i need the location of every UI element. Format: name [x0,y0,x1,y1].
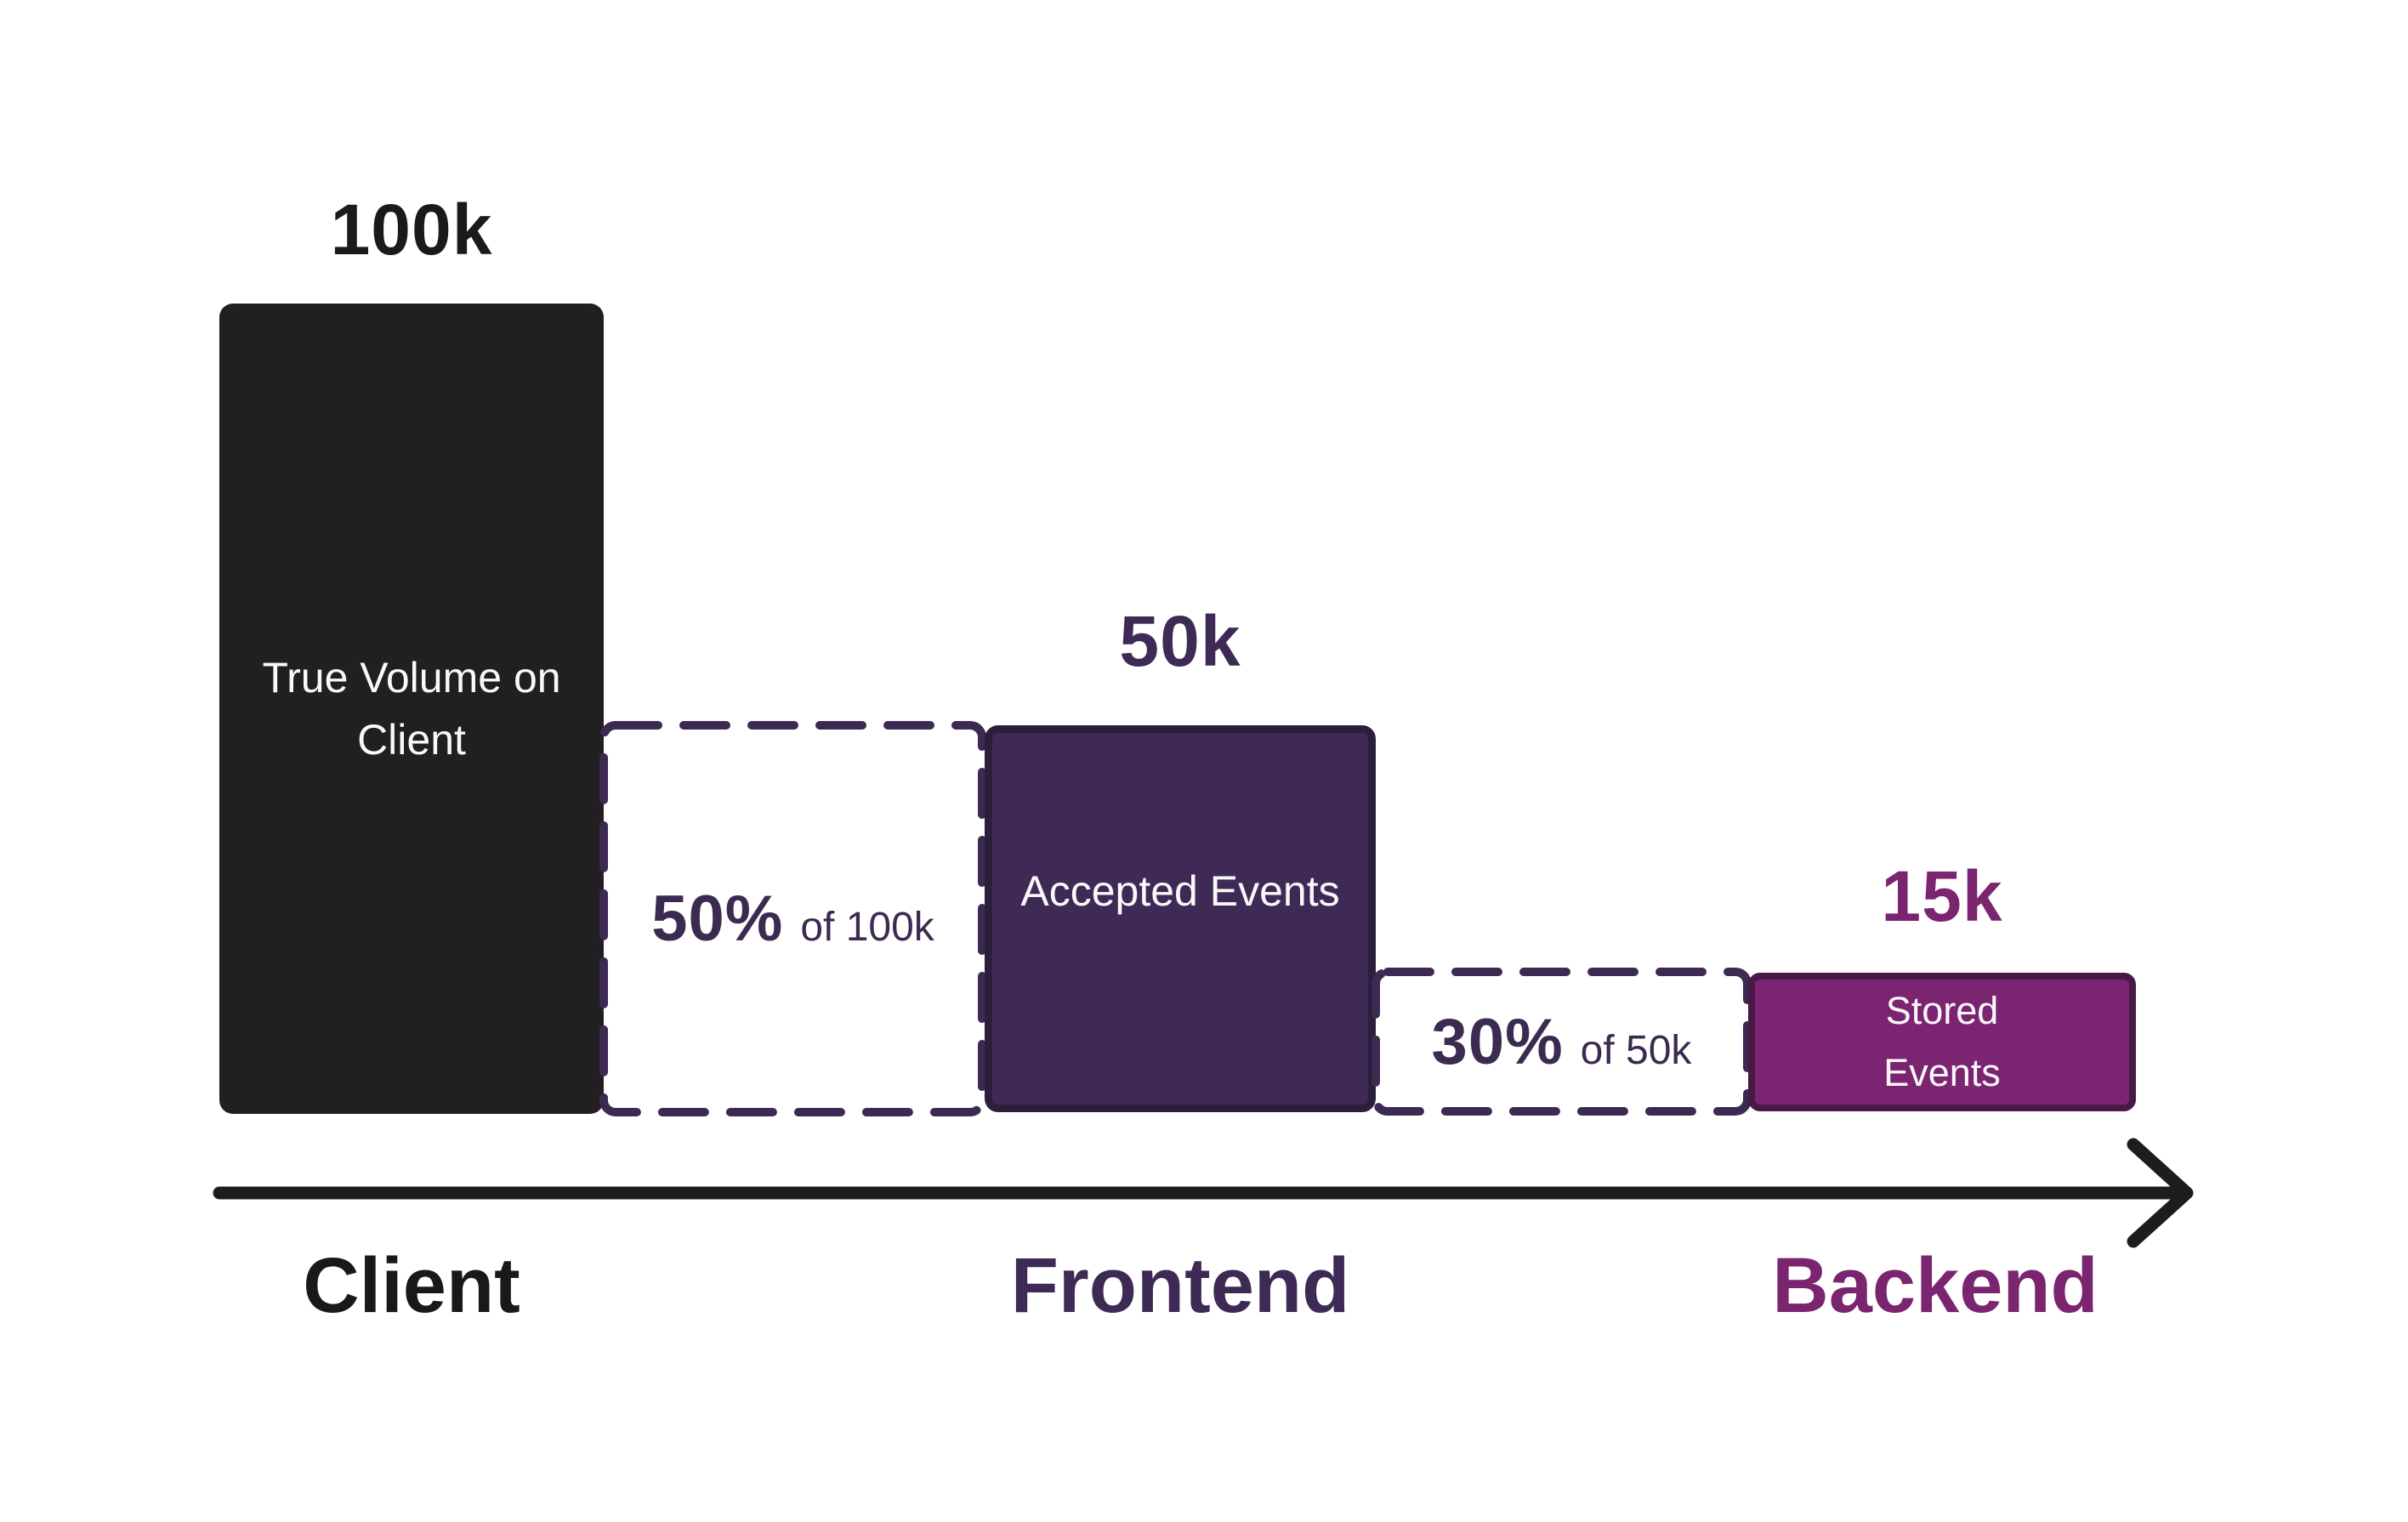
drop-annotation-1: 50% of 100k [599,721,986,1116]
bar-true-volume-on-client: True Volume on Client [219,304,604,1114]
arrowhead-icon [2127,1138,2194,1248]
bar-label-accepted-events: Accepted Events [1020,867,1340,915]
drop-box-2-dashed-outline [1372,968,1752,1116]
axis-label-client: Client [303,1242,520,1329]
dashed-rect-icon [599,721,986,1116]
drop-pct-1: 50% [651,883,784,955]
bar-label-true-volume: True Volume on Client [262,654,561,764]
drop-annotation-2: 30% of 50k [1372,968,1752,1116]
bar-label-stored-events: Stored Events [1883,988,2001,1094]
value-label-client: 100k [330,190,493,270]
axis-label-frontend: Frontend [1010,1242,1350,1329]
bar-stored-events: Stored Events [1748,973,2136,1111]
drop-pct-2: 30% [1431,1005,1564,1078]
value-label-backend: 15k [1881,856,2003,936]
drop-of-1: of 100k [800,905,934,950]
drop-annotation-2-text: 30% of 50k [1432,1005,1692,1079]
drop-of-2: of 50k [1580,1027,1692,1073]
axis-label-backend: Backend [1772,1242,2098,1329]
drop-box-1-dashed-outline [599,721,986,1116]
dashed-rect-icon [1372,968,1752,1116]
value-label-frontend: 50k [1119,601,1241,681]
drop-annotation-1-text: 50% of 100k [651,882,934,956]
bar-accepted-events: Accepted Events [985,725,1376,1112]
